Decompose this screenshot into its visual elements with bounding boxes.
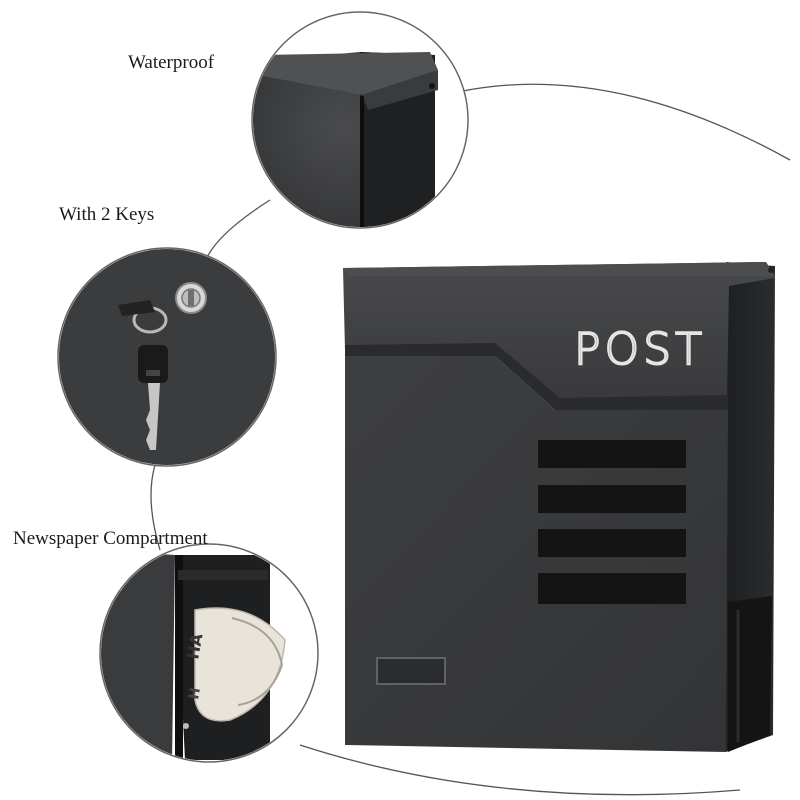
post-lettering: POST [574, 324, 706, 375]
label-newspaper-compartment: Newspaper Compartment [13, 528, 208, 549]
connector-arc-middle [204, 199, 271, 263]
newspaper-roll-icon: HA H [183, 607, 286, 722]
connector-arc-bottom [299, 744, 741, 796]
label-with-2-keys: With 2 Keys [59, 204, 155, 225]
newspaper-detail-circle: HA H [99, 543, 319, 763]
svg-text:HA: HA [183, 631, 206, 660]
keys-detail-circle [57, 247, 277, 467]
waterproof-detail-circle [251, 11, 469, 229]
mailbox-image: POST [343, 262, 775, 752]
label-waterproof: Waterproof [128, 52, 215, 73]
lock-cylinder-icon [175, 282, 207, 314]
svg-text:H: H [186, 686, 204, 700]
connector-arc-top [457, 83, 791, 161]
key-icon [118, 300, 168, 450]
connector-arc-lower [150, 464, 161, 551]
